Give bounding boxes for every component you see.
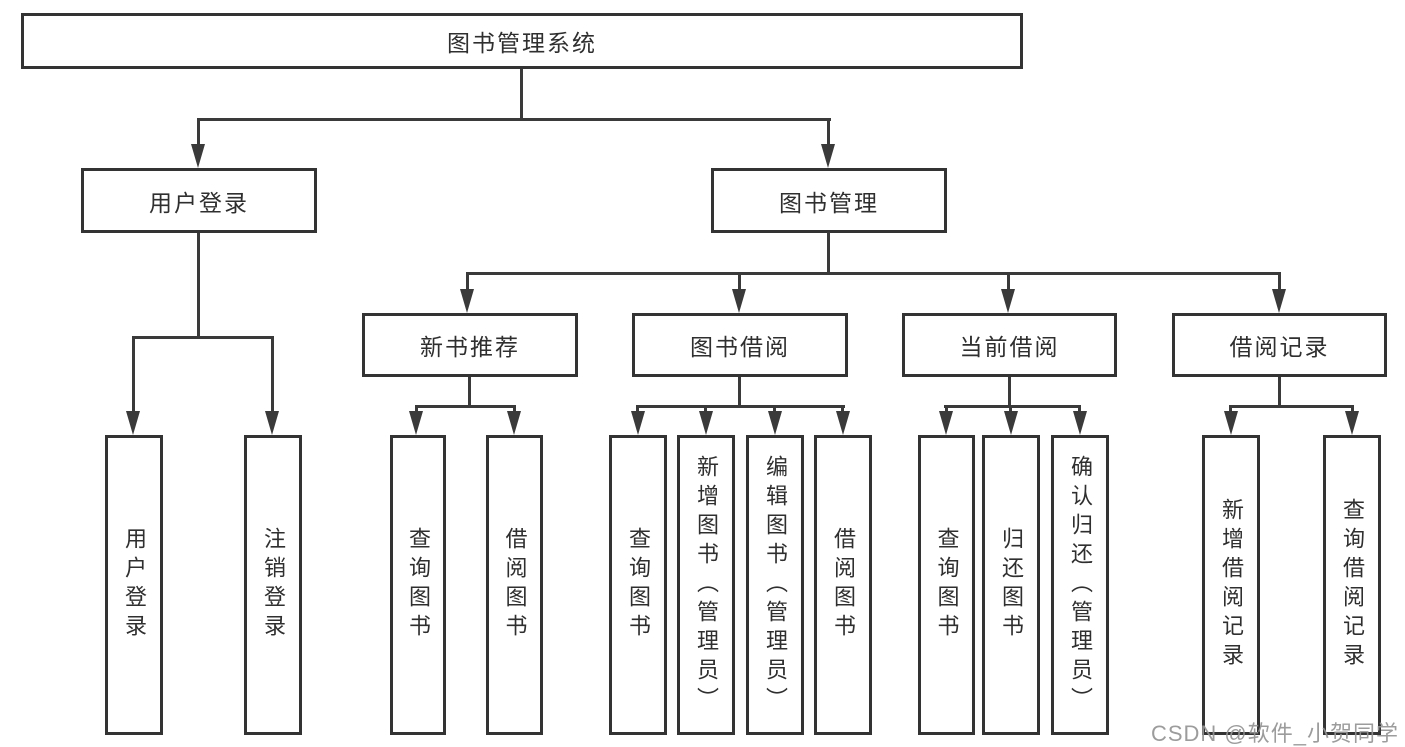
node-label: 查询图书 — [406, 527, 431, 643]
node-borrowing-records: 借阅记录 — [1172, 313, 1387, 377]
connector-line — [827, 118, 830, 150]
node-label: 查询图书 — [934, 527, 960, 643]
connector-line — [271, 336, 274, 418]
leaf-add-borrow-record: 新增借阅记录 — [1202, 435, 1260, 735]
node-label: 新增图书（管理员） — [694, 454, 719, 716]
node-label: 图书管理 — [779, 189, 879, 216]
node-label: 借阅记录 — [1229, 334, 1330, 360]
connector-line — [520, 69, 523, 121]
connector-line — [636, 405, 845, 408]
connector-line — [1278, 377, 1281, 408]
arrow-down-icon — [191, 144, 205, 168]
arrow-down-icon — [1073, 411, 1087, 435]
arrow-down-icon — [699, 411, 713, 435]
arrow-down-icon — [768, 411, 782, 435]
connector-line — [466, 272, 1281, 275]
leaf-borrow-books: 借阅图书 — [814, 435, 872, 735]
arrow-down-icon — [265, 411, 279, 435]
arrow-down-icon — [836, 411, 850, 435]
leaf-confirm-return-admin: 确认归还（管理员） — [1051, 435, 1109, 735]
node-label: 查询借阅记录 — [1340, 498, 1365, 672]
arrow-down-icon — [409, 411, 423, 435]
node-user-login: 用户登录 — [81, 168, 317, 233]
connector-line — [1278, 272, 1281, 294]
arrow-down-icon — [732, 289, 746, 313]
connector-line — [197, 233, 200, 338]
node-label: 图书借阅 — [690, 334, 790, 360]
arrow-down-icon — [939, 411, 953, 435]
connector-line — [132, 336, 135, 418]
node-label: 图书管理系统 — [447, 30, 597, 56]
leaf-query-books-borrowing: 查询图书 — [609, 435, 667, 735]
node-label: 当前借阅 — [959, 334, 1060, 360]
leaf-edit-books-admin: 编辑图书（管理员） — [746, 435, 804, 735]
node-label: 注销登录 — [261, 527, 286, 643]
leaf-add-books-admin: 新增图书（管理员） — [677, 435, 735, 735]
node-current-borrowing: 当前借阅 — [902, 313, 1117, 377]
node-label: 归还图书 — [999, 527, 1024, 643]
arrow-down-icon — [1004, 411, 1018, 435]
arrow-down-icon — [1224, 411, 1238, 435]
node-label: 用户登录 — [122, 527, 147, 643]
connector-line — [738, 272, 741, 294]
node-book-management: 图书管理 — [711, 168, 947, 233]
arrow-down-icon — [821, 144, 835, 168]
arrow-down-icon — [1272, 289, 1286, 313]
arrow-down-icon — [460, 289, 474, 313]
connector-line — [944, 405, 1081, 408]
node-label: 编辑图书（管理员） — [763, 454, 788, 716]
leaf-query-books-recommend: 查询图书 — [390, 435, 446, 735]
connector-line — [132, 336, 274, 339]
arrow-down-icon — [1001, 289, 1015, 313]
connector-line — [827, 232, 830, 275]
connector-line — [1008, 377, 1011, 408]
node-book-borrowing: 图书借阅 — [632, 313, 848, 377]
node-label: 借阅图书 — [502, 527, 528, 643]
connector-line — [197, 118, 831, 121]
node-label: 用户登录 — [149, 189, 249, 216]
connector-line — [466, 272, 469, 294]
connector-line — [1007, 272, 1010, 294]
leaf-borrow-books-recommend: 借阅图书 — [486, 435, 543, 735]
arrow-down-icon — [631, 411, 645, 435]
csdn-watermark: CSDN @软件_小贺同学 — [1150, 721, 1399, 746]
node-label: 借阅图书 — [831, 527, 856, 643]
connector-line — [468, 377, 471, 408]
arrow-down-icon — [507, 411, 521, 435]
leaf-logout: 注销登录 — [244, 435, 302, 735]
arrow-down-icon — [126, 411, 140, 435]
leaf-return-books: 归还图书 — [982, 435, 1040, 735]
node-library-management-system: 图书管理系统 — [21, 13, 1023, 69]
connector-line — [197, 118, 200, 150]
leaf-user-login: 用户登录 — [105, 435, 163, 735]
node-new-book-recommend: 新书推荐 — [362, 313, 578, 377]
leaf-query-books-current: 查询图书 — [918, 435, 975, 735]
node-label: 确认归还（管理员） — [1068, 454, 1093, 716]
connector-line — [1229, 405, 1354, 408]
node-label: 查询图书 — [626, 527, 651, 643]
connector-line — [415, 405, 516, 408]
arrow-down-icon — [1345, 411, 1359, 435]
connector-line — [738, 377, 741, 408]
node-label: 新书推荐 — [420, 334, 520, 360]
leaf-query-borrow-record: 查询借阅记录 — [1323, 435, 1381, 735]
node-label: 新增借阅记录 — [1219, 498, 1244, 672]
